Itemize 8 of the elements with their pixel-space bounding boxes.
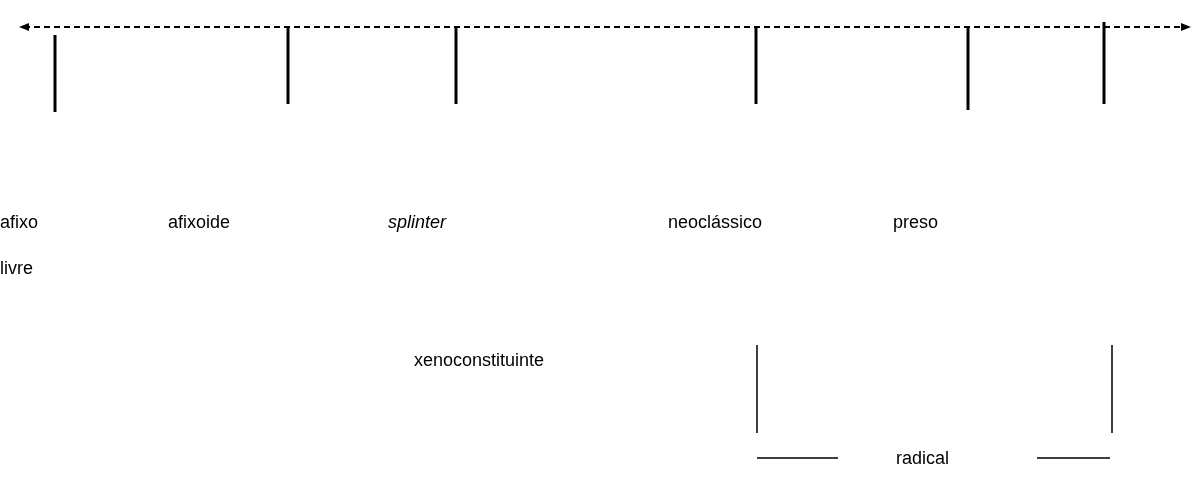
term-label: preso	[893, 213, 939, 231]
term-label: livre	[0, 259, 33, 277]
term-label: afixoide	[168, 213, 231, 231]
term-label: afixo	[0, 213, 39, 231]
term-label: splinter	[388, 213, 447, 231]
term-label: radical	[896, 449, 950, 467]
term-label: xenoconstituinte	[414, 351, 545, 369]
term-label: neoclássico	[668, 213, 763, 231]
